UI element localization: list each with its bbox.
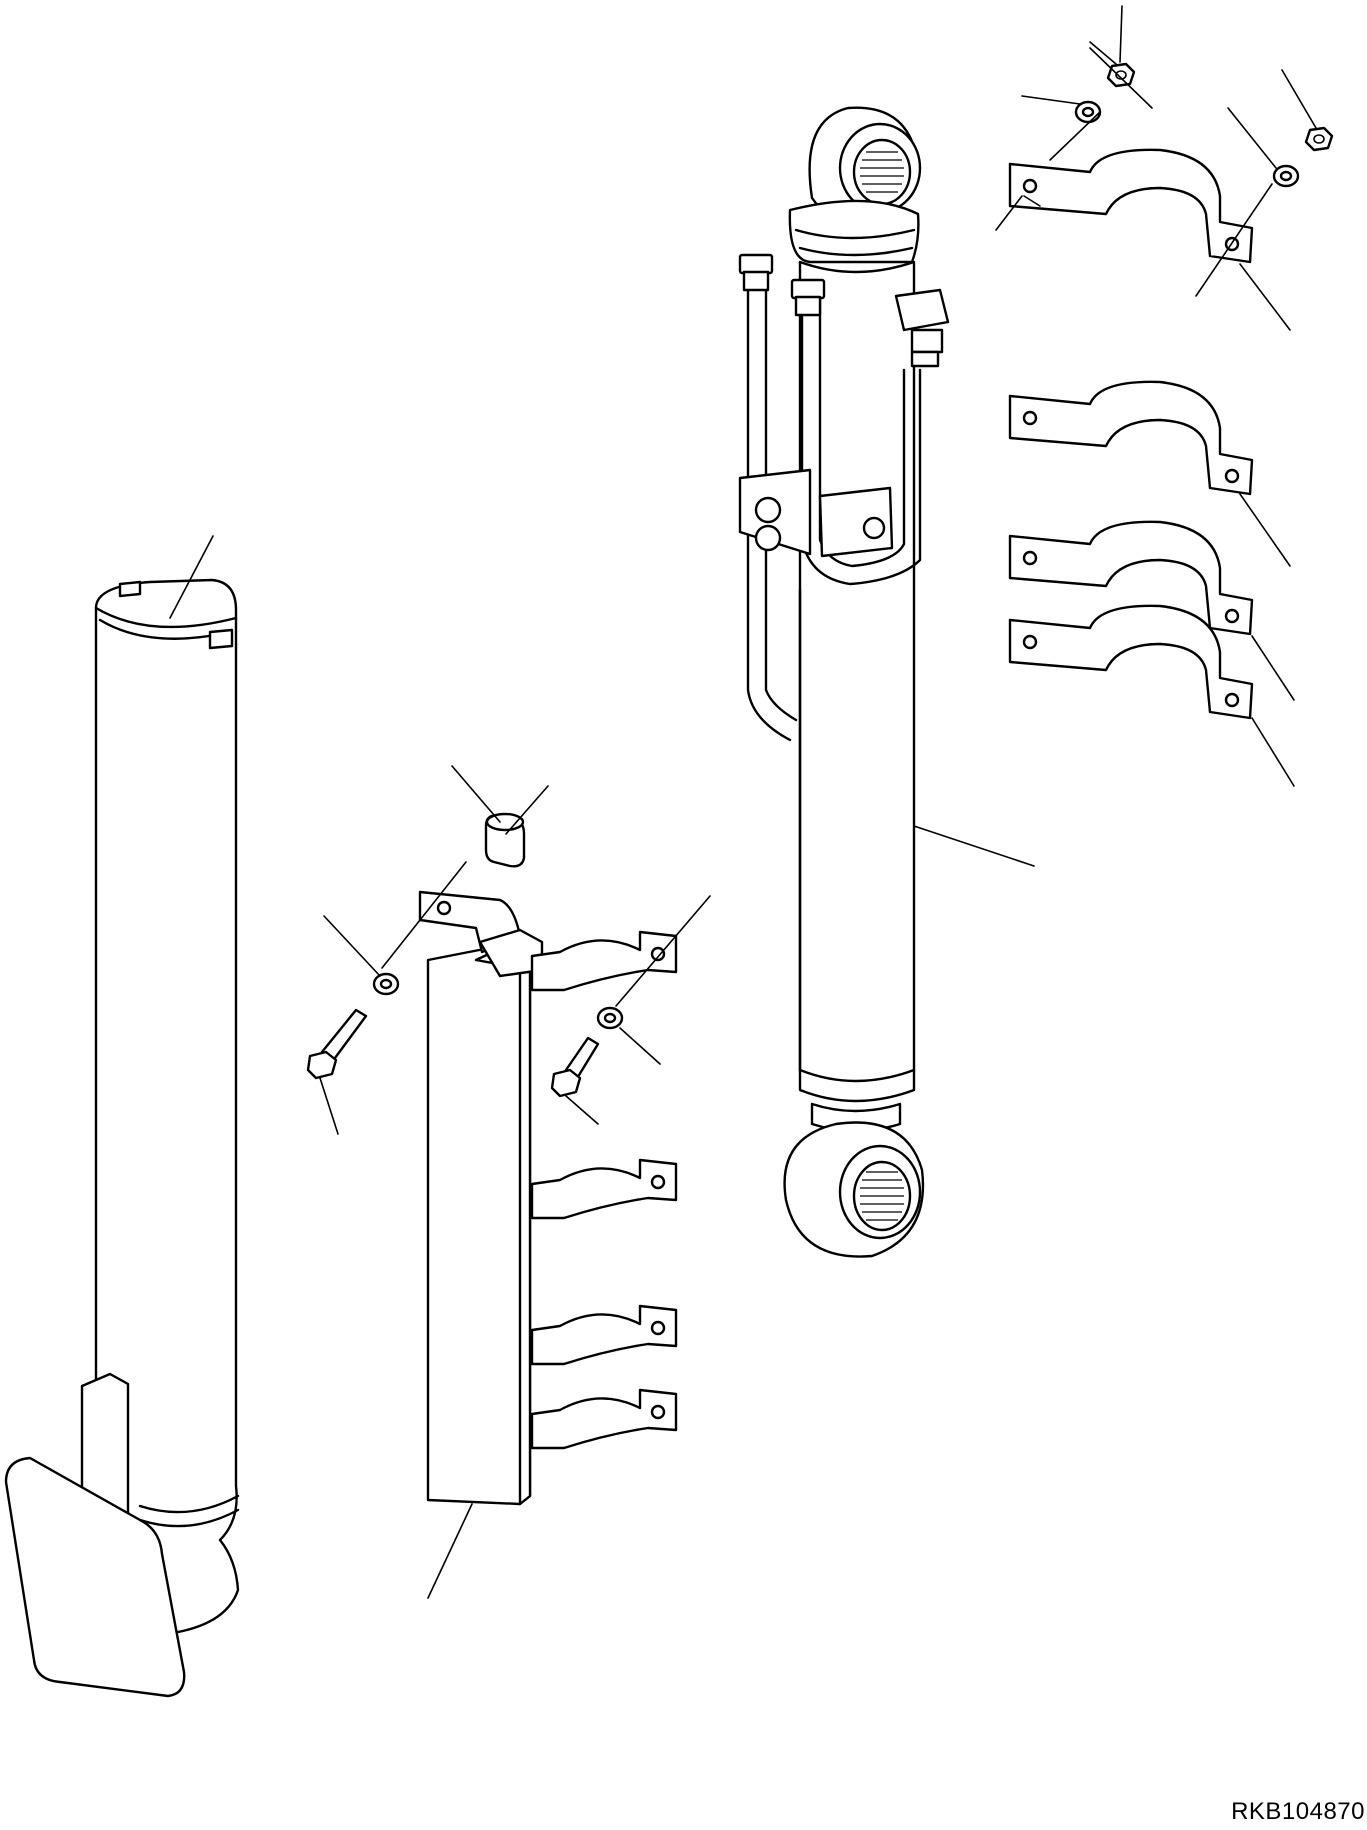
clamp-band-3 — [1008, 520, 1254, 636]
figure-reference-code: RKB104870 — [1231, 1798, 1365, 1825]
bolt-middle-left — [306, 1008, 368, 1080]
middle-clamp-band-4 — [530, 1388, 678, 1450]
cylinder-cover-long — [4, 578, 240, 1698]
nut-upper-right — [1304, 126, 1334, 152]
middle-clamp-band-2 — [530, 1158, 678, 1220]
washer-upper-right — [1272, 164, 1300, 188]
bottom-rod-eye — [783, 1121, 925, 1258]
clamp-band-upper — [1008, 148, 1254, 264]
washer-middle-left — [372, 972, 400, 996]
bolt-middle-right — [550, 1036, 600, 1098]
spacer — [484, 812, 526, 868]
top-rod-eye — [808, 106, 922, 222]
nut-upper-left — [1106, 62, 1136, 88]
protector-plate — [418, 890, 544, 1506]
washer-middle-right — [596, 1006, 624, 1030]
callout-leader-lines — [169, 5, 1317, 1599]
washer-upper-left — [1074, 100, 1102, 124]
hydraulic-cylinder — [738, 106, 950, 1258]
clamp-band-4 — [1008, 604, 1254, 720]
clamp-band-2 — [1008, 380, 1254, 496]
middle-clamp-band-3 — [530, 1304, 678, 1366]
hydraulic-pipes — [738, 253, 950, 742]
middle-clamp-band-1 — [530, 930, 678, 992]
